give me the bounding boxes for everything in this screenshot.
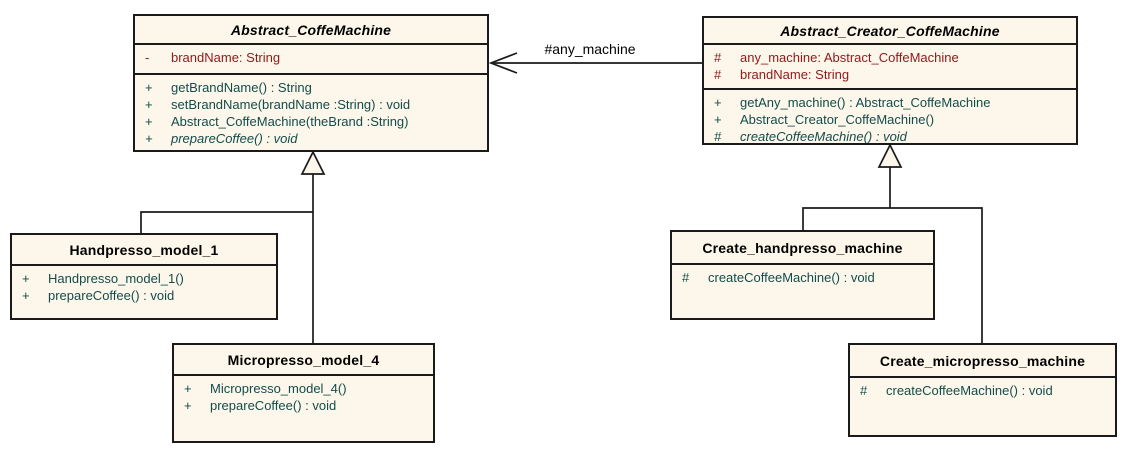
- visibility-symbol: +: [22, 271, 30, 286]
- class-title: Micropresso_model_4: [174, 345, 433, 376]
- method-text: prepareCoffee() : void: [48, 288, 175, 303]
- visibility-symbol: #: [714, 67, 722, 82]
- methods-compartment: # createCoffeeMachine() : void: [672, 265, 933, 318]
- method-row: + prepareCoffee() : void: [22, 287, 268, 304]
- attribute-row: # brandName: String: [714, 66, 1068, 83]
- method-text: setBrandName(brandName :String) : void: [171, 97, 411, 112]
- generalization-right: [802, 143, 983, 343]
- visibility-symbol: +: [184, 398, 192, 413]
- method-text: createCoffeeMachine() : void: [740, 129, 907, 143]
- class-abstract-coffemachine: Abstract_CoffeMachine - brandName: Strin…: [133, 14, 489, 152]
- class-title: Handpresso_model_1: [12, 235, 276, 266]
- methods-compartment: # createCoffeeMachine() : void: [850, 378, 1115, 435]
- association-arrowhead-icon: [488, 52, 518, 74]
- method-text: Handpresso_model_1(): [48, 271, 184, 286]
- attribute-text: brandName: String: [171, 50, 281, 65]
- visibility-symbol: +: [145, 80, 153, 95]
- visibility-symbol: +: [145, 114, 153, 129]
- visibility-symbol: #: [714, 129, 722, 143]
- method-row: + Handpresso_model_1(): [22, 270, 268, 287]
- visibility-symbol: -: [145, 50, 150, 65]
- visibility-symbol: #: [682, 270, 690, 285]
- method-text: prepareCoffee() : void: [210, 398, 337, 413]
- method-text: Micropresso_model_4(): [210, 381, 347, 396]
- visibility-symbol: +: [714, 95, 722, 110]
- attribute-row: - brandName: String: [145, 49, 479, 66]
- class-create-handpresso-machine: Create_handpresso_machine # createCoffee…: [670, 230, 935, 320]
- class-title: Create_micropresso_machine: [850, 345, 1115, 378]
- attribute-row: # any_machine: Abstract_CoffeMachine: [714, 49, 1068, 66]
- class-abstract-creator-coffemachine: Abstract_Creator_CoffeMachine # any_mach…: [702, 16, 1078, 145]
- class-handpresso-model-1: Handpresso_model_1 + Handpresso_model_1(…: [10, 233, 278, 320]
- attributes-compartment: - brandName: String: [135, 45, 487, 75]
- method-row: # createCoffeeMachine() : void: [682, 269, 925, 286]
- class-title: Abstract_Creator_CoffeMachine: [704, 18, 1076, 45]
- method-text: getBrandName() : String: [171, 80, 312, 95]
- method-row-abstract: # createCoffeeMachine() : void: [714, 128, 1068, 143]
- method-text: Abstract_CoffeMachine(theBrand :String): [171, 114, 409, 129]
- visibility-symbol: #: [714, 50, 722, 65]
- visibility-symbol: +: [145, 97, 153, 112]
- class-micropresso-model-4: Micropresso_model_4 + Micropresso_model_…: [172, 343, 435, 443]
- method-row: # createCoffeeMachine() : void: [860, 382, 1107, 399]
- method-text: createCoffeeMachine() : void: [708, 270, 875, 285]
- class-title: Create_handpresso_machine: [672, 232, 933, 265]
- visibility-symbol: +: [714, 112, 722, 127]
- class-create-micropresso-machine: Create_micropresso_machine # createCoffe…: [848, 343, 1117, 437]
- method-row: + Abstract_Creator_CoffeMachine(): [714, 111, 1068, 128]
- generalization-arrow-icon: [300, 150, 326, 175]
- method-text: Abstract_Creator_CoffeMachine(): [740, 112, 935, 127]
- method-row: + getAny_machine() : Abstract_CoffeMachi…: [714, 94, 1068, 111]
- visibility-symbol: +: [184, 381, 192, 396]
- attributes-compartment: # any_machine: Abstract_CoffeMachine # b…: [704, 45, 1076, 90]
- method-text: createCoffeeMachine() : void: [886, 383, 1053, 398]
- method-row: + Abstract_CoffeMachine(theBrand :String…: [145, 113, 479, 130]
- methods-compartment: + getAny_machine() : Abstract_CoffeMachi…: [704, 90, 1076, 143]
- method-text: prepareCoffee() : void: [171, 131, 298, 146]
- generalization-arrow-icon: [877, 143, 903, 168]
- visibility-symbol: +: [22, 288, 30, 303]
- class-title: Abstract_CoffeMachine: [135, 16, 487, 45]
- method-text: getAny_machine() : Abstract_CoffeMachine: [740, 95, 991, 110]
- method-row: + setBrandName(brandName :String) : void: [145, 96, 479, 113]
- association-label: #any_machine: [544, 41, 636, 57]
- generalization-left: [140, 150, 326, 343]
- method-row: + getBrandName() : String: [145, 79, 479, 96]
- attribute-text: brandName: String: [740, 67, 850, 82]
- method-row: + prepareCoffee() : void: [184, 397, 425, 414]
- method-row-abstract: + prepareCoffee() : void: [145, 130, 479, 147]
- methods-compartment: + Handpresso_model_1() + prepareCoffee()…: [12, 266, 276, 318]
- attribute-text: any_machine: Abstract_CoffeMachine: [740, 50, 959, 65]
- methods-compartment: + Micropresso_model_4() + prepareCoffee(…: [174, 376, 433, 441]
- methods-compartment: + getBrandName() : String + setBrandName…: [135, 75, 487, 150]
- visibility-symbol: #: [860, 383, 868, 398]
- association-any-machine: [488, 52, 702, 74]
- method-row: + Micropresso_model_4(): [184, 380, 425, 397]
- visibility-symbol: +: [145, 131, 153, 146]
